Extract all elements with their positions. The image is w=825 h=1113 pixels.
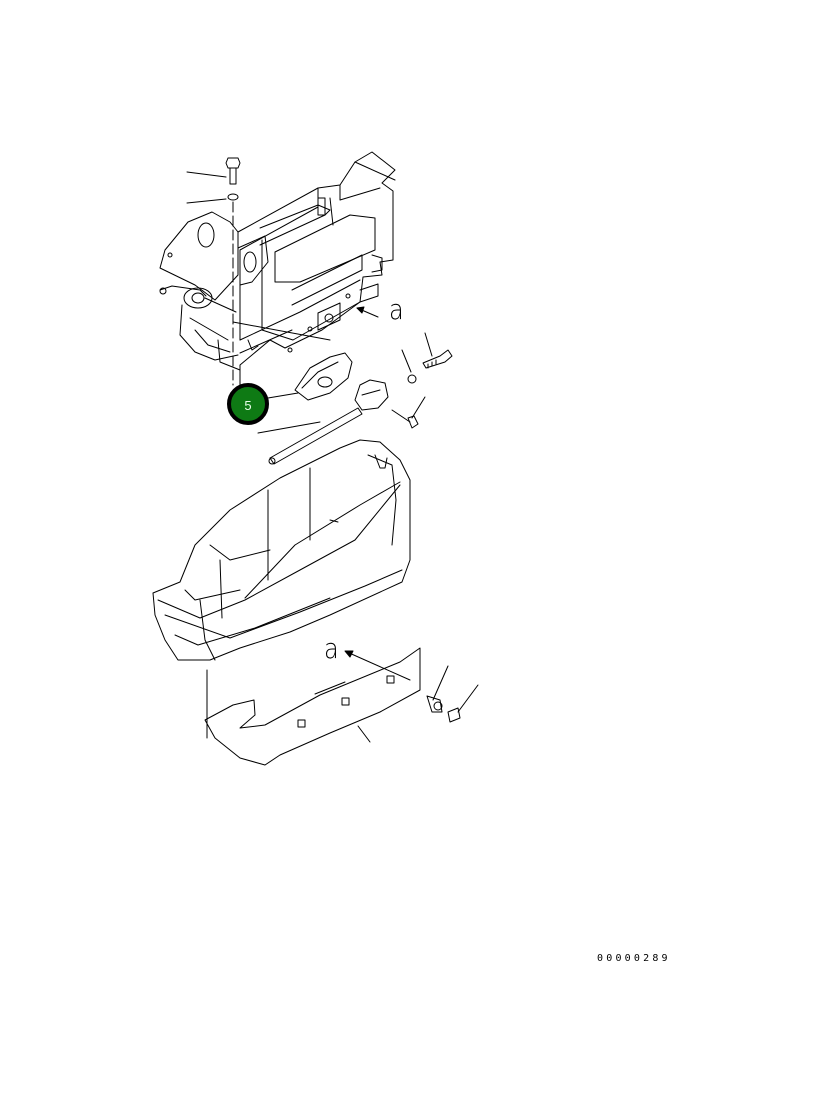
lower-cover [152,439,411,661]
leader-lines [186,171,479,743]
bolt-top [225,157,241,201]
reference-label-a-upper: a [389,293,404,327]
part-callout-number: 5 [244,397,252,413]
drawing-id: 00000289 [597,953,671,964]
part-callout-5[interactable]: 5 [227,383,269,425]
upper-frame [159,151,396,386]
bottom-panel [204,647,461,766]
reference-label-a-lower: a [324,632,339,666]
lever-parts [268,349,453,465]
reference-arrows [344,306,411,681]
